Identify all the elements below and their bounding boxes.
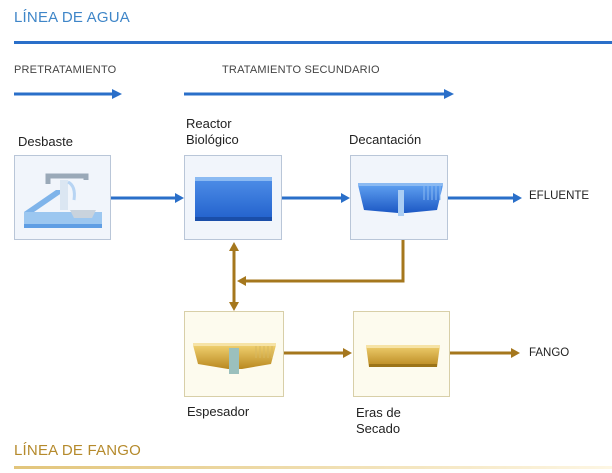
secondary-arrow <box>184 89 454 99</box>
sludge-line-rule <box>14 466 612 469</box>
reactor-label-line1: Reactor <box>186 116 232 131</box>
flow-arrow-reactor-to-decantador <box>282 193 350 203</box>
pretreatment-label: PRETRATAMIENTO <box>14 64 117 76</box>
reactor-label-line2: Biológico <box>186 132 239 147</box>
return-arrowhead <box>237 276 246 286</box>
drying-bed-icon <box>366 345 440 367</box>
decantacion-label: Decantación <box>349 132 422 147</box>
thickener-icon <box>193 343 276 374</box>
clarifier-icon <box>358 183 443 216</box>
reactor-tank-icon <box>195 177 272 221</box>
recirculation-arrowhead-up <box>229 242 239 251</box>
purge-arrowhead-down <box>229 302 239 311</box>
eras-label-line1: Eras de <box>356 405 401 420</box>
espesador-label: Espesador <box>187 404 250 419</box>
effluent-label: EFLUENTE <box>529 190 590 202</box>
sludge-output-label: FANGO <box>529 347 570 359</box>
water-line-rule <box>14 41 612 44</box>
flow-arrow-desbaste-to-reactor <box>111 193 184 203</box>
secondary-treatment-label: TRATAMIENTO SECUNDARIO <box>222 64 380 76</box>
water-line-title: LÍNEA DE AGUA <box>14 9 130 26</box>
screen-icon <box>24 173 102 228</box>
sludge-line-title: LÍNEA DE FANGO <box>14 442 142 459</box>
sludge-return-arrow <box>232 240 405 302</box>
eras-label-line2: Secado <box>356 421 401 436</box>
desbaste-label: Desbaste <box>18 134 73 149</box>
pretreatment-arrow <box>14 89 122 99</box>
flow-arrow-sludge-out <box>450 348 520 358</box>
flow-arrow-effluent <box>448 193 522 203</box>
flow-arrow-espesador-to-eras <box>284 348 352 358</box>
